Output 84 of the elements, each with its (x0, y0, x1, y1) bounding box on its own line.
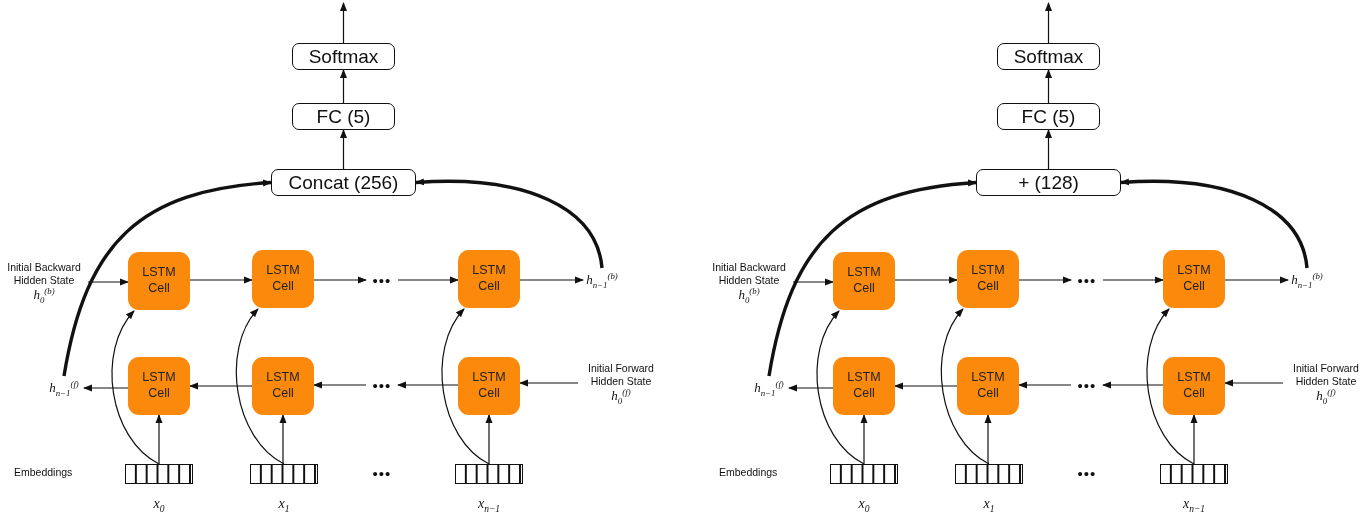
arrow (1045, 2, 1052, 44)
embedding-vector (830, 464, 898, 484)
arrow (792, 278, 834, 286)
arrow (155, 414, 163, 465)
arrow (441, 308, 490, 465)
arrow (83, 384, 129, 392)
arrow (519, 379, 579, 387)
lstm-cell: LSTM Cell (957, 250, 1019, 308)
arrow (397, 381, 459, 389)
arrow (894, 382, 958, 390)
arrow (519, 276, 584, 284)
arrow (340, 69, 347, 104)
layer-box: + (128) (976, 169, 1121, 196)
curved-arrow (1120, 178, 1309, 269)
arrow (816, 310, 865, 465)
input-symbol: x$_{n−1}$ (1182, 496, 1206, 512)
lstm-cell: LSTM Cell (252, 250, 314, 308)
curved-arrow (62, 179, 272, 377)
arrow (1146, 308, 1195, 465)
arrow (235, 308, 285, 465)
curved-arrow (767, 179, 977, 377)
arrow (788, 384, 834, 392)
lstm-cell: LSTM Cell (833, 252, 895, 310)
arrow (340, 2, 347, 44)
row-label: Embeddings (14, 466, 73, 478)
ellipsis: ••• (1076, 465, 1098, 482)
ellipsis: ••• (371, 465, 393, 482)
arrow (279, 414, 287, 465)
arrow (1190, 414, 1198, 465)
lstm-cell: LSTM Cell (833, 357, 895, 415)
curved-arrow (415, 178, 604, 269)
lstm-cell: LSTM Cell (458, 250, 520, 308)
arrow (111, 310, 160, 465)
ellipsis: ••• (366, 271, 398, 289)
embedding-vector (1160, 464, 1228, 484)
state-label: Initial Forward Hidden State (1292, 361, 1360, 389)
arrow (940, 308, 990, 465)
input-symbol: x$_{1}$ (983, 496, 995, 512)
ellipsis: ••• (366, 376, 398, 394)
input-symbol: x$_{1}$ (278, 496, 290, 512)
layer-box: FC (5) (292, 103, 395, 130)
layer-box: FC (5) (997, 103, 1100, 130)
arrow (189, 276, 253, 284)
ellipsis: ••• (1071, 376, 1103, 394)
arrow (313, 381, 367, 389)
lstm-cell: LSTM Cell (1163, 250, 1225, 308)
layer-box: Softmax (997, 43, 1100, 70)
arrow (1224, 276, 1289, 284)
lstm-cell: LSTM Cell (128, 252, 190, 310)
arrow (189, 382, 253, 390)
arrow (984, 414, 992, 465)
layer-box: Concat (256) (271, 169, 416, 196)
arrow (1045, 129, 1052, 170)
lstm-cell: LSTM Cell (252, 357, 314, 415)
lstm-cell: LSTM Cell (957, 357, 1019, 415)
arrow (313, 276, 367, 284)
lstm-cell: LSTM Cell (458, 357, 520, 415)
arrow (1102, 276, 1164, 284)
arrow (1018, 276, 1072, 284)
layer-box: Softmax (292, 43, 395, 70)
arrow (87, 278, 129, 286)
state-label: Initial Backward Hidden State (711, 260, 787, 288)
lstm-cell: LSTM Cell (1163, 357, 1225, 415)
arrow (894, 276, 958, 284)
ellipsis: ••• (1071, 271, 1103, 289)
arrow (1018, 381, 1072, 389)
arrow (860, 414, 868, 465)
arrow (1102, 381, 1164, 389)
state-label: Initial Backward Hidden State (6, 260, 82, 288)
row-label: Embeddings (719, 466, 778, 478)
arrow (1224, 379, 1284, 387)
arrow (485, 414, 493, 465)
arrow (1045, 69, 1052, 104)
embedding-vector (455, 464, 523, 484)
input-symbol: x$_{n−1}$ (477, 496, 501, 512)
lstm-cell: LSTM Cell (128, 357, 190, 415)
embedding-vector (125, 464, 193, 484)
state-label: Initial Forward Hidden State (587, 361, 655, 389)
embedding-vector (955, 464, 1023, 484)
input-symbol: x$_{0}$ (858, 496, 870, 512)
embedding-vector (250, 464, 318, 484)
arrow (397, 276, 459, 284)
arrow (340, 129, 347, 170)
input-symbol: x$_{0}$ (153, 496, 165, 512)
